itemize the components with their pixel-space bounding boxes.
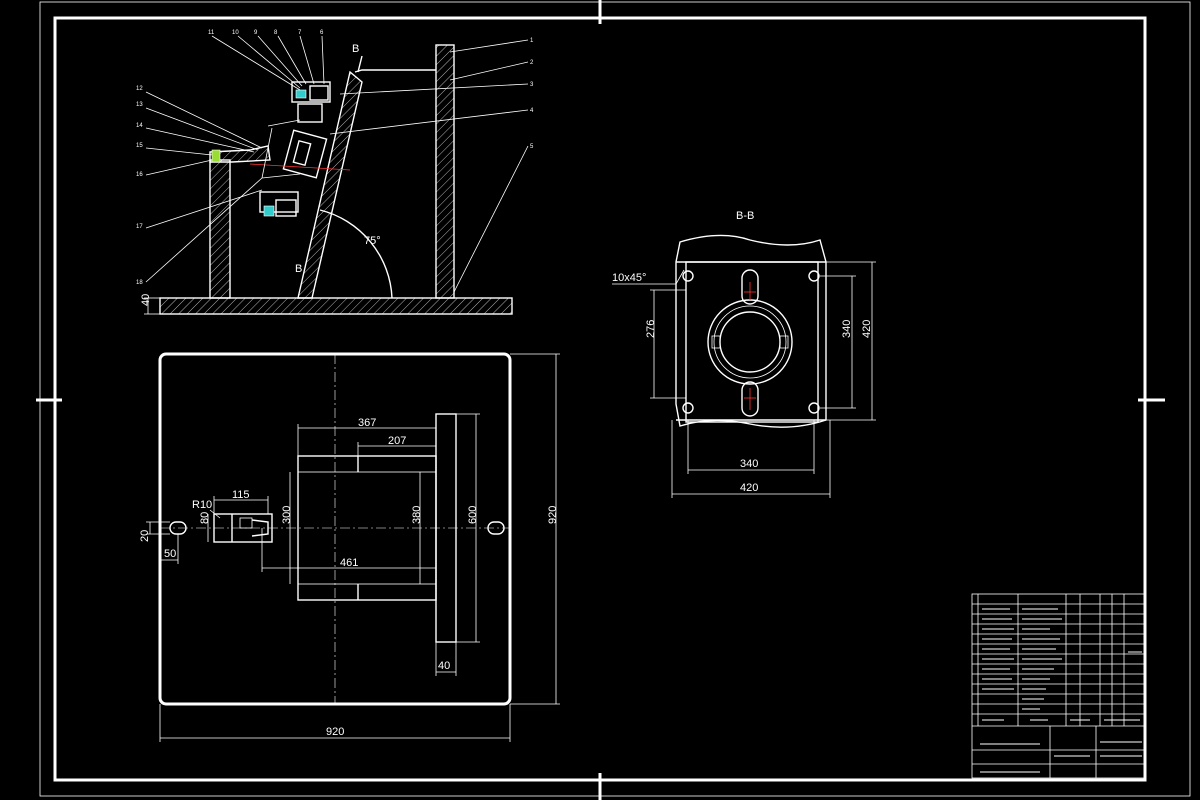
balloon-2: 2: [530, 60, 534, 66]
dim-20: 20: [139, 530, 151, 542]
section-view-bb: B-B 10x45° 276: [612, 210, 876, 498]
dim-420-vertical: 420: [861, 320, 873, 338]
dim-r10: R10: [192, 499, 212, 511]
dim-920-horizontal: 920: [326, 726, 344, 738]
balloon-3: 3: [530, 82, 534, 88]
dim-380: 380: [411, 506, 423, 524]
dim-80: 80: [199, 512, 211, 524]
dim-340-horizontal: 340: [740, 458, 758, 470]
dim-461: 461: [340, 557, 358, 569]
balloon-17: 17: [136, 224, 143, 230]
chamfer-label: 10x45°: [612, 272, 646, 284]
balloon-9: 9: [254, 30, 258, 36]
section-title: B-B: [736, 210, 754, 222]
dim-600: 600: [467, 506, 479, 524]
inclined-plate: [297, 70, 363, 299]
section-mark-top: B: [352, 43, 359, 55]
side-view: 40 75°: [136, 30, 534, 315]
clamp-assembly: [211, 81, 351, 217]
balloon-16: 16: [136, 172, 143, 178]
plan-view: 367 207 115 R10 80 300 380 600 920 920 4…: [139, 352, 560, 742]
title-block: [971, 593, 1147, 779]
parts-list-grid: [972, 594, 1146, 778]
left-support: [209, 159, 231, 299]
balloon-18: 18: [136, 280, 143, 286]
balloon-6: 6: [320, 30, 324, 36]
angle-arc: [319, 209, 393, 299]
base-thickness-dim: 40: [140, 294, 152, 306]
balloon-leaders-left: [145, 35, 325, 283]
balloon-14: 14: [136, 123, 143, 129]
dim-50: 50: [164, 548, 176, 560]
balloon-5: 5: [530, 144, 534, 150]
angle-label: 75°: [364, 235, 381, 247]
balloon-12: 12: [136, 86, 143, 92]
dim-420-horizontal: 420: [740, 482, 758, 494]
balloon-leaders-right: [329, 39, 529, 293]
balloon-1: 1: [530, 38, 534, 44]
balloon-15: 15: [136, 143, 143, 149]
balloon-13: 13: [136, 102, 143, 108]
balloon-7: 7: [298, 30, 302, 36]
balloon-8: 8: [274, 30, 278, 36]
balloon-10: 10: [232, 30, 239, 36]
balloon-11: 11: [208, 30, 215, 36]
dim-920-vertical: 920: [547, 506, 559, 524]
balloon-4: 4: [530, 108, 534, 114]
dim-367: 367: [358, 417, 376, 429]
sheet-frame: [36, 0, 1191, 800]
dim-276: 276: [645, 320, 657, 338]
dim-115: 115: [232, 489, 250, 501]
dim-300: 300: [281, 506, 293, 524]
vertical-column: [435, 44, 455, 299]
section-mark-bottom: B: [295, 263, 302, 275]
section-plate: [675, 234, 827, 428]
dim-340-vertical: 340: [841, 320, 853, 338]
dim-207: 207: [388, 435, 406, 447]
base-plate: [159, 297, 513, 315]
dim-40: 40: [438, 660, 450, 672]
clamp-arm-plan: [213, 513, 273, 543]
